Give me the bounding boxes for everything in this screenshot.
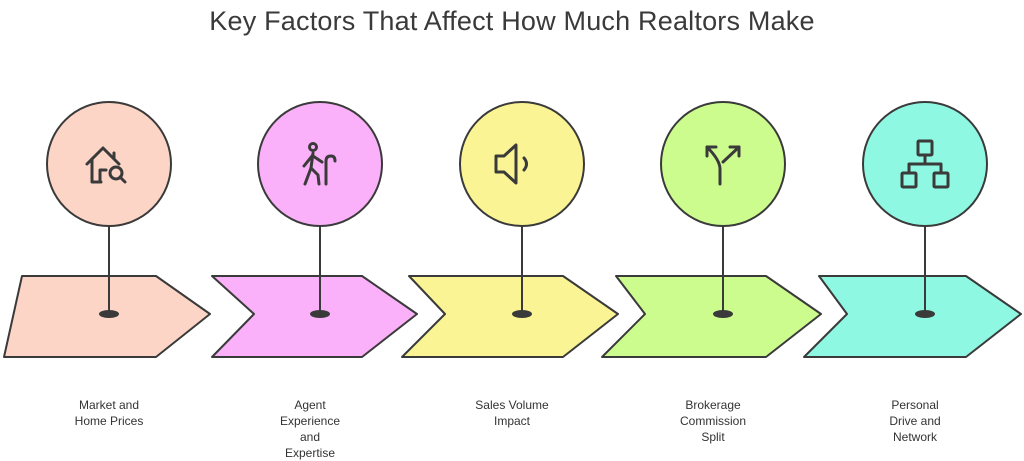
step-5 <box>803 101 1022 358</box>
step-4-label: Brokerage Commission Split <box>679 398 746 444</box>
step-1 <box>3 101 211 358</box>
step-5-chevron <box>803 275 1022 358</box>
step-4-anchor-dot <box>713 310 733 318</box>
step-4-chevron <box>601 275 822 358</box>
step-1-circle <box>46 101 172 227</box>
step-5-anchor-dot <box>915 310 935 318</box>
step-3-circle <box>459 101 585 227</box>
split-arrows-icon <box>705 145 741 186</box>
hierarchy-network-icon <box>900 139 950 189</box>
step-2-circle <box>257 101 383 227</box>
step-3-anchor-dot <box>512 310 532 318</box>
step-3-label: Sales Volume Impact <box>475 398 549 428</box>
step-2 <box>211 101 418 358</box>
diagram-title: Key Factors That Affect How Much Realtor… <box>209 6 815 36</box>
step-3 <box>401 101 619 358</box>
step-2-label: Agent Experience and Expertise <box>279 398 341 460</box>
speaker-volume-icon <box>494 143 528 185</box>
step-2-anchor-dot <box>310 310 330 318</box>
step-4 <box>601 101 822 358</box>
step-1-anchor-dot <box>99 310 119 318</box>
step-1-label: Market and Home Prices <box>74 398 144 428</box>
house-search-icon <box>85 146 127 184</box>
step-3-chevron <box>401 275 619 358</box>
step-4-circle <box>660 101 786 227</box>
step-5-label: Personal Drive and Network <box>889 398 941 444</box>
person-walking-cane-icon <box>302 142 337 186</box>
